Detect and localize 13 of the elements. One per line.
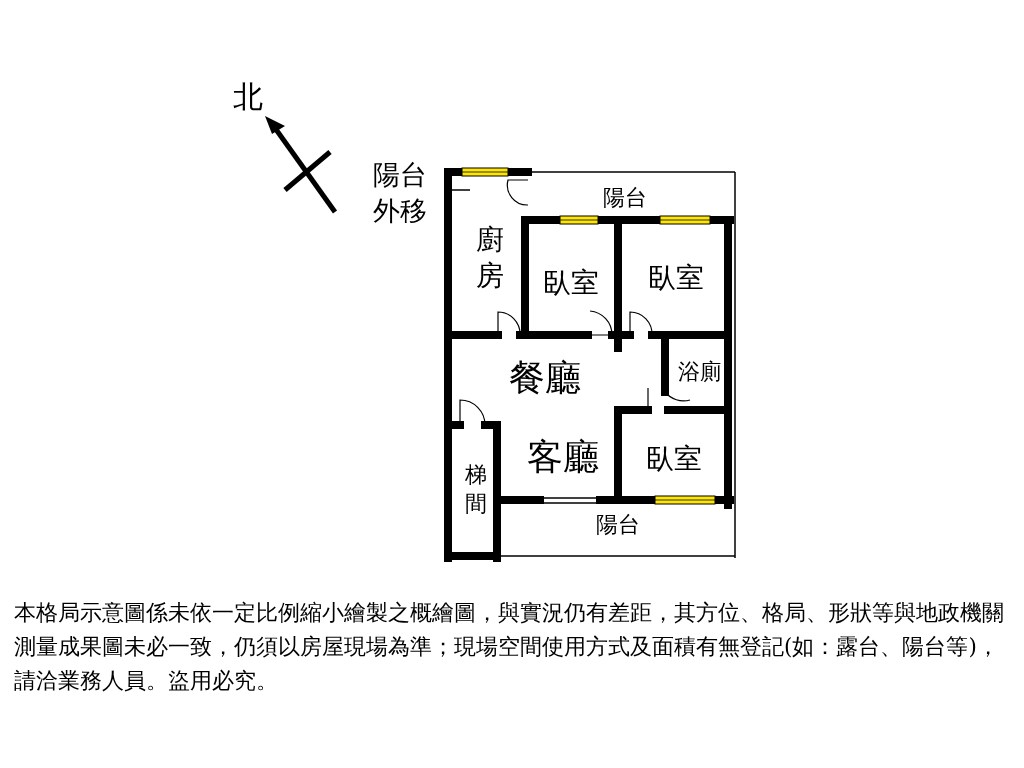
room-label: 陽台 xyxy=(596,513,640,537)
room-label: 臥室 xyxy=(648,263,704,293)
room-label: 陽台 xyxy=(603,186,647,210)
disclaimer-text: 本格局示意圖係未依一定比例縮小繪製之概繪圖，與實況仍有差距，其方位、格局、形狀等與地政機關測量成果圖未必一致，仍須以房屋現場為準；現場空間使用方式及面積有無登記(如：露台、陽台等)，請洽業務人員。盜用必究。 xyxy=(14,599,1005,695)
note-text: 陽台外移 xyxy=(373,158,428,228)
room-label: 臥室 xyxy=(646,444,702,474)
room-label: 客廳 xyxy=(527,438,599,476)
room-label: 臥室 xyxy=(543,268,599,298)
room-label: 浴廁 xyxy=(678,360,722,384)
room-label: 廚房 xyxy=(474,221,506,295)
room-label: 梯間 xyxy=(463,461,489,519)
room-label: 餐廳 xyxy=(509,359,581,397)
compass-label: 北 xyxy=(233,81,263,113)
